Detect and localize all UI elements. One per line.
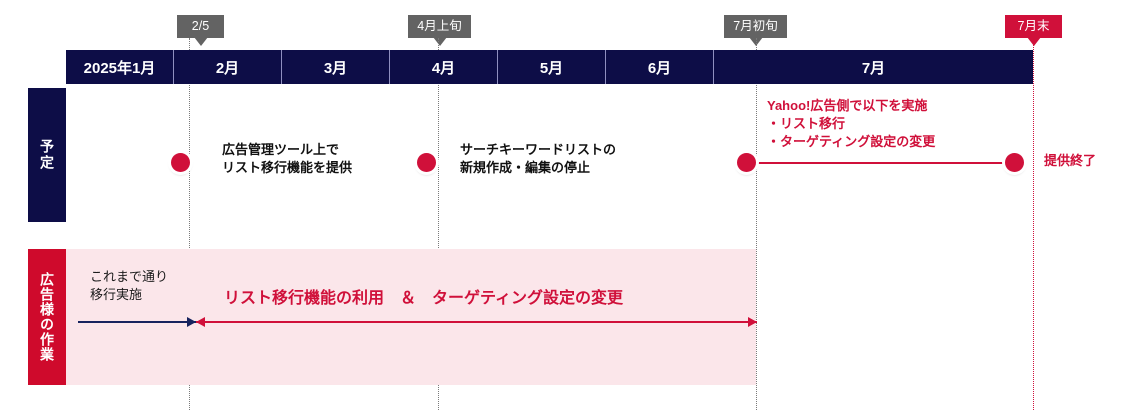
arrow-shaft xyxy=(757,162,1014,165)
row-label-schedule: 予定 xyxy=(28,88,66,222)
arrow-shaft xyxy=(196,321,757,324)
date-callout: 2/5 xyxy=(177,15,224,46)
month-cell: 5月 xyxy=(498,50,606,84)
arrow-head-right-icon xyxy=(187,317,196,327)
guide-line-jul xyxy=(756,38,757,410)
milestone-dot[interactable] xyxy=(417,153,436,172)
guide-line-jul-end xyxy=(1033,38,1034,410)
date-callout: 4月上旬 xyxy=(408,15,471,46)
advertiser-row-background xyxy=(28,249,756,385)
advertiser-task-label: リスト移行機能の利用 ＆ ターゲティング設定の変更 xyxy=(224,290,624,307)
guide-line-feb5 xyxy=(189,38,190,410)
month-cell: 2月 xyxy=(174,50,282,84)
advertiser-task-label: これまで通り 移行実施 xyxy=(90,269,169,302)
date-callout: 7月初旬 xyxy=(724,15,787,46)
month-cell: 4月 xyxy=(390,50,498,84)
callout-pointer-icon xyxy=(748,37,763,46)
milestone-dot[interactable] xyxy=(737,153,756,172)
milestone-label: 提供終了 xyxy=(1044,153,1097,168)
callout-pointer-icon xyxy=(432,37,447,46)
month-cell: 2025年1月 xyxy=(66,50,174,84)
date-callout: 7月末 xyxy=(1005,15,1062,46)
month-cell: 3月 xyxy=(282,50,390,84)
row-label-advertiser: 広告様の作業 xyxy=(28,249,66,385)
milestone-dot[interactable] xyxy=(171,153,190,172)
arrow-head-right-icon xyxy=(748,317,757,327)
milestone-label: 広告管理ツール上で リスト移行機能を提供 xyxy=(222,142,353,175)
guide-line-apr xyxy=(438,38,439,410)
milestone-label: サーチキーワードリストの 新規作成・編集の停止 xyxy=(460,142,617,175)
arrow-shaft xyxy=(78,321,196,324)
milestone-label: Yahoo!広告側で以下を実施 ・リスト移行 ・ターゲティング設定の変更 xyxy=(767,98,936,149)
month-cell: 7月 xyxy=(714,50,1033,84)
arrow-head-left-icon xyxy=(196,317,205,327)
month-cell: 6月 xyxy=(606,50,714,84)
milestone-dot[interactable] xyxy=(1005,153,1024,172)
callout-pointer-icon xyxy=(193,37,208,46)
